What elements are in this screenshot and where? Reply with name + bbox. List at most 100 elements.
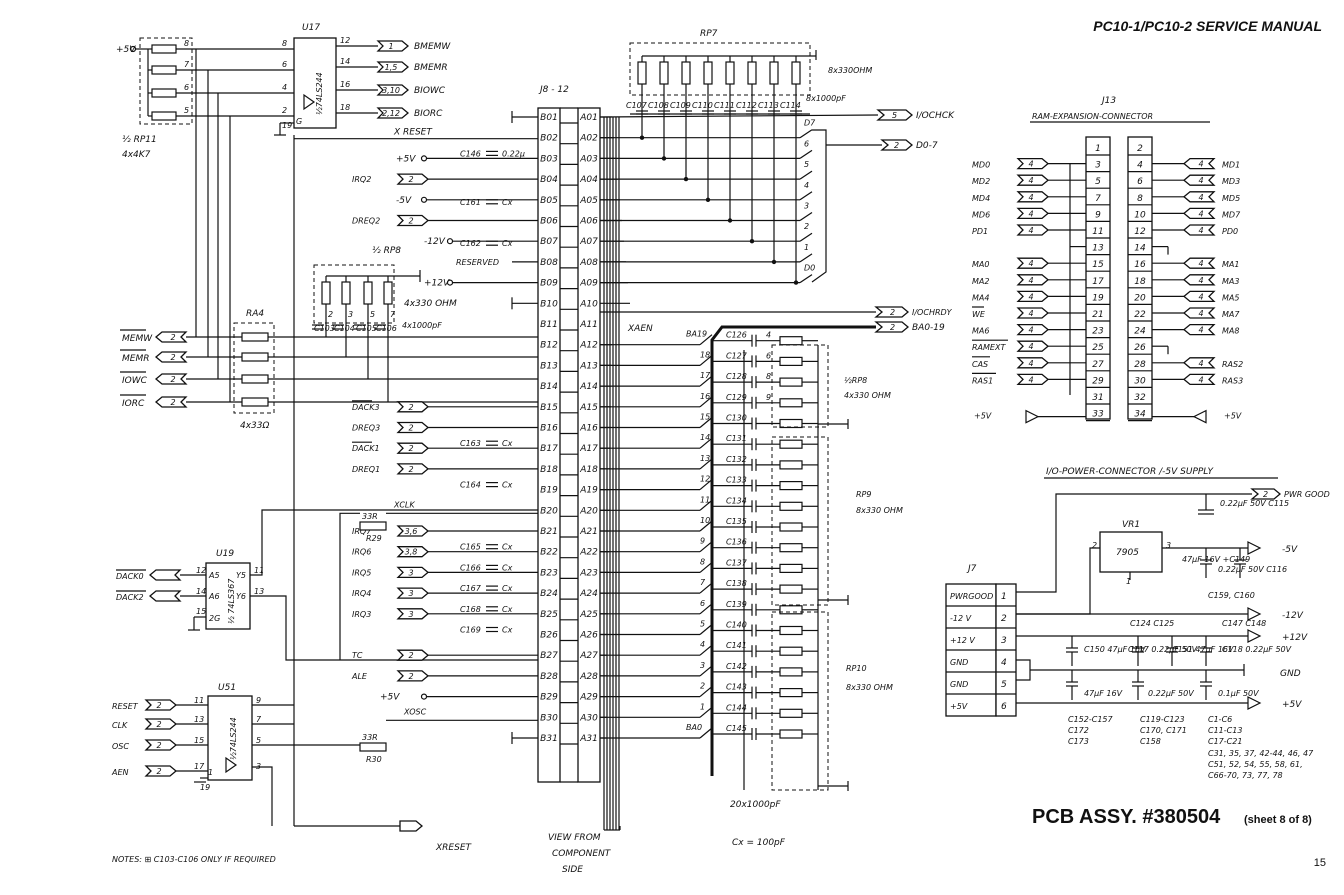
j8-signal-dreq2-tag-text: 2	[408, 217, 413, 226]
rp11-pin: 6	[184, 83, 189, 92]
j13-ras2-tag-text: 4	[1198, 359, 1203, 368]
j13-md2-tag	[1016, 174, 1050, 186]
j13-pin-31: 31	[1092, 393, 1103, 403]
j13-subtitle: RAM-EXPANSION-CONNECTOR	[1032, 112, 1153, 121]
u19-in-tag	[148, 590, 182, 602]
j13-pin-18: 18	[1134, 277, 1146, 287]
j13-ma2-tag	[1016, 274, 1050, 286]
bus-entry	[699, 417, 713, 428]
j7-label: J7	[966, 564, 977, 574]
d07-tag: 2	[894, 141, 899, 150]
c147-148-label: C147 C148	[1222, 619, 1266, 628]
u19-in-port: A5	[208, 571, 220, 580]
rp7-cap-ref: C111	[714, 101, 735, 110]
c151-label: C151 47µF 16V	[1172, 645, 1234, 654]
rp8-half-pin: 2	[328, 310, 333, 319]
addr-line-7: 7	[700, 578, 706, 587]
j8-signal-dreq2-tag	[396, 214, 430, 227]
u17-part: ½74LS244	[315, 72, 324, 115]
j13-pin-7: 7	[1095, 194, 1101, 204]
j13-ma5: MA5	[1222, 293, 1239, 302]
iochrdy-label: I/OCHRDY	[912, 308, 953, 317]
addr-resistor	[779, 667, 803, 677]
u17-out-tag	[376, 40, 410, 52]
j13-md3: MD3	[1222, 177, 1240, 186]
c-bot2-label: 0.22µF 50V	[1148, 689, 1194, 698]
j8-signal-irq3-tag-text: 3	[408, 610, 413, 619]
r29-value: 33R	[362, 512, 378, 521]
rp7-cap-ref: C108	[648, 101, 669, 110]
addr-line-ba19: BA19	[686, 330, 707, 339]
j8-cap-c164-value: Cx	[502, 481, 513, 490]
rp7-cap-ref: C110	[692, 101, 713, 110]
bus-entry	[699, 727, 713, 739]
rp7-resistor	[659, 61, 669, 85]
bus-entry	[799, 170, 813, 180]
j8-cap-c167-value: Cx	[502, 584, 513, 593]
addr-line-5: 5	[700, 620, 705, 629]
j13-md7: MD7	[1222, 210, 1241, 219]
j13-md0-tag-text: 4	[1028, 160, 1033, 169]
j13-label: J13	[1100, 96, 1116, 106]
j8-cap-c162-ref: C162	[460, 239, 481, 248]
j7--12-v: -12 V	[950, 614, 972, 623]
page-number: 15	[1314, 857, 1326, 869]
u51-input-osc: OSC	[112, 742, 129, 751]
j8-cap-c165-value: Cx	[502, 543, 513, 552]
j7-pin-2: 2	[1001, 614, 1007, 624]
j8-signal--12v-terminal	[446, 238, 454, 245]
u51-input-aen: AEN	[111, 768, 129, 777]
addr-line-13: 13	[700, 454, 710, 463]
j13-pin-34: 34	[1134, 410, 1146, 420]
addr-cap-c144: C144	[726, 703, 747, 712]
j13-md2-tag-text: 4	[1028, 176, 1033, 185]
u17-out-tag	[376, 61, 410, 73]
j8-signal-dreq1-tag	[396, 463, 430, 475]
j8-signal--12v: +12V	[424, 279, 450, 289]
j13-ma0-tag-text: 4	[1028, 259, 1033, 268]
rp7-resistor	[725, 61, 735, 85]
j8-pin-a31: A31	[579, 734, 598, 744]
addr-cap-c142: C142	[726, 662, 747, 671]
j13-pin-19: 19	[1092, 293, 1104, 303]
manual-title: PC10-1/PC10-2 SERVICE MANUAL	[1093, 18, 1322, 34]
j8-pin-b29: B29	[540, 693, 558, 703]
addr-cap-c127: C127	[726, 351, 748, 360]
j13-md0: MD0	[972, 161, 990, 170]
j13-md6-tag	[1016, 207, 1050, 220]
j8-pin-a11: A11	[579, 320, 598, 330]
vr1-in-pin: 2	[1092, 541, 1097, 550]
bus-entry	[699, 396, 713, 408]
j8-signal-dack3-tag-text: 2	[408, 403, 413, 412]
j8-pin-b15: B15	[540, 403, 558, 413]
rp8-pin: 9	[766, 393, 771, 402]
j8-signal-irq4: IRQ4	[352, 589, 371, 598]
j8-pin-a18: A18	[579, 465, 598, 475]
j8-pin-a03: A03	[579, 154, 598, 164]
vr1-part: 7905	[1116, 548, 1139, 558]
j8-signal-irq5: IRQ5	[352, 568, 371, 577]
ra4-in-tag	[154, 331, 188, 343]
j13-pin-30: 30	[1134, 376, 1146, 386]
cap-list-10: C51, 52, 54, 55, 58, 61,	[1208, 760, 1303, 769]
j8-pin-b06: B06	[540, 217, 558, 227]
j8-pin-b02: B02	[540, 134, 558, 144]
bus-entry	[699, 458, 713, 470]
j13-ma4: MA4	[972, 293, 989, 302]
j13-cas: CAS	[972, 360, 988, 369]
j13-md3-tag	[1182, 174, 1216, 186]
addr-line-9: 9	[700, 537, 705, 546]
j7--12-v: +12 V	[950, 636, 975, 645]
u19-gate-port: 2G	[209, 614, 220, 623]
j13-md7-tag	[1182, 207, 1216, 220]
j13-md2: MD2	[972, 177, 990, 186]
vr1-label: VR1	[1122, 520, 1140, 530]
c115-label: 0.22µF 50V C115	[1220, 499, 1289, 508]
j13-pin-13: 13	[1092, 244, 1104, 254]
u17-gate-pin: 19	[282, 121, 292, 130]
out-minus12: -12V	[1282, 611, 1304, 621]
addr-resistor	[779, 336, 803, 346]
rp7-cap-ref: C112	[736, 101, 757, 110]
